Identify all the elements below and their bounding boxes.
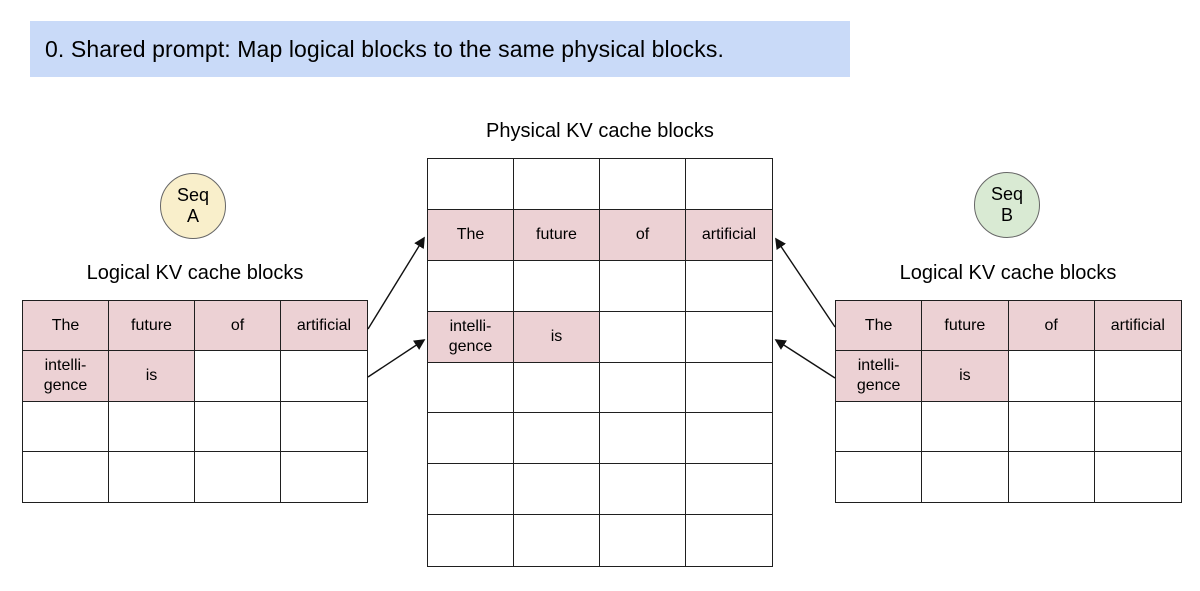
kv-block-cell [686,261,772,312]
kv-block-cell [686,363,772,414]
kv-block-cell: artificial [281,301,367,352]
kv-block-cell [195,401,281,452]
kv-block-cell [514,260,600,312]
kv-block-cell [686,413,772,465]
kv-block-cell: The [428,209,514,261]
kv-block-cell: The [836,301,923,352]
seq-b-badge: Seq B [974,172,1040,238]
kv-block-cell: future [922,301,1009,352]
kv-block-cell [1009,451,1095,502]
kv-block-cell: is [922,351,1009,402]
kv-block-cell: artificial [686,209,772,261]
kv-block-cell [686,159,772,210]
kv-block-cell: intelli- gence [428,311,514,363]
kv-block-cell [836,451,923,502]
kv-block-cell: intelli- gence [836,351,923,402]
seq-a-badge: Seq A [160,173,226,239]
kv-block-cell [23,451,109,502]
kv-block-cell: of [600,209,686,261]
kv-block-cell [600,260,686,312]
kv-block-cell [195,351,281,402]
kv-block-cell [281,351,367,402]
kv-block-cell [428,515,514,566]
kv-block-cell [23,401,109,452]
kv-block-cell: intelli- gence [23,351,109,402]
kv-block-cell [922,401,1009,452]
kv-block-cell [600,311,686,363]
kv-block-cell [428,159,514,210]
kv-block-cell [514,159,600,210]
kv-block-cell [514,413,600,465]
kv-block-cell [109,451,195,502]
kv-block-cell [195,451,281,502]
kv-block-cell [514,464,600,516]
physical-table-title: Physical KV cache blocks [486,120,714,142]
kv-block-cell: artificial [1094,301,1181,352]
kv-block-cell [428,413,514,465]
kv-block-cell [514,515,600,566]
kv-block-cell [1094,402,1181,452]
shared-prompt-banner: 0. Shared prompt: Map logical blocks to … [30,21,850,77]
kv-block-cell: future [109,301,195,352]
kv-block-cell [1094,351,1181,402]
kv-block-cell [686,312,772,363]
kv-block-cell [428,464,514,516]
kv-block-cell: of [1008,301,1095,352]
kv-block-cell [922,451,1009,502]
kv-block-cell [1008,401,1095,452]
arrow-seqB-block1-to-physical [774,339,836,379]
kv-block-cell: future [514,209,600,261]
kv-block-cell: The [23,301,109,352]
kv-block-cell [1008,351,1095,402]
left-logical-table-title: Logical KV cache blocks [86,262,304,284]
kv-block-cell [836,401,923,452]
kv-block-cell [428,260,514,312]
kv-block-cell [428,362,514,414]
kv-block-cell [686,464,772,516]
kv-block-cell: of [195,301,281,352]
kv-block-cell [281,452,367,502]
kv-block-cell [600,515,686,566]
kv-block-cell: is [514,311,600,363]
kv-block-cell [600,362,686,414]
arrow-seqA-block1-to-physical [367,339,426,378]
kv-block-cell [600,413,686,465]
kv-block-cell [281,402,367,452]
kv-block-cell [600,159,686,210]
kv-block-cell [600,464,686,516]
kv-block-cell [686,515,772,566]
kv-block-cell: is [109,351,195,402]
kv-block-cell [1095,452,1181,502]
kv-block-cell [514,362,600,414]
kv-block-cell [109,401,195,452]
right-logical-table-title: Logical KV cache blocks [899,262,1117,284]
